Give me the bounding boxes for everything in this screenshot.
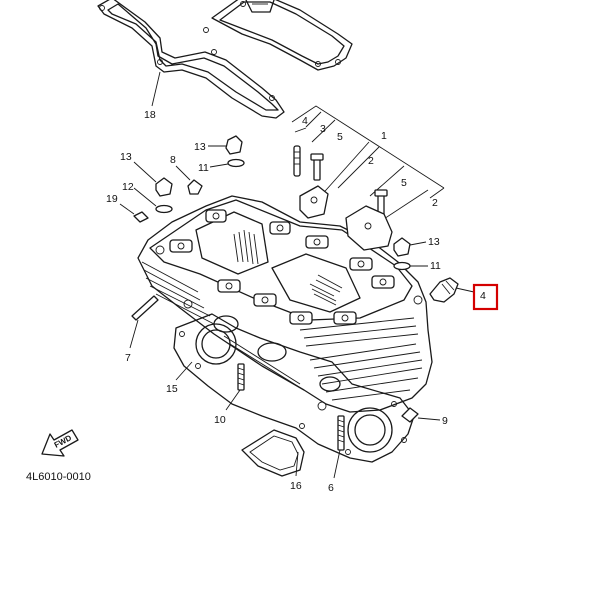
callouts: 18 13 11 13 8 12 19 4 3 5 1 2 5 2 13 [106,71,499,494]
callout-15: 15 [166,383,178,395]
callout-13-left: 13 [120,151,132,163]
valve-pin-4 [293,145,301,177]
oil-pressure-switch-4 [429,277,459,303]
bracket-2-left [299,185,329,219]
callout-1: 1 [381,130,387,142]
valve-cover-gasket [97,0,353,119]
callout-3: 3 [320,123,326,135]
forward-arrow: FWD [41,429,79,457]
washer-12 [155,204,173,214]
highlight-box [472,283,499,311]
callout-bracket [291,105,445,237]
callout-7: 7 [125,352,131,364]
callout-9: 9 [442,415,448,427]
bolt-5-lower [374,189,388,217]
stud-bolt-6 [337,415,345,451]
callout-5-lower: 5 [401,177,407,189]
bracket-2-right [345,205,393,251]
washer-11-right [393,261,411,271]
stud-bolt-10 [237,363,245,391]
dowel-pin-7 [131,295,159,321]
head-gasket [173,313,415,463]
callout-13-upper: 13 [194,141,206,153]
callout-4-upper: 4 [302,115,308,127]
callout-4-highlighted: 4 [480,290,486,302]
callout-2-upper: 2 [368,155,374,167]
washer-11-upper [227,158,245,168]
callout-18: 18 [144,109,156,121]
reference-code: 4L6010-0010 [26,471,91,483]
callout-19: 19 [106,193,118,205]
bolt-5-upper [310,153,324,181]
callout-11-upper: 11 [198,162,209,174]
callout-13-right: 13 [428,236,440,248]
callout-8: 8 [170,154,176,166]
manifold-gasket [241,429,305,477]
callout-2-lower: 2 [432,197,438,209]
callout-11-right: 11 [430,260,441,272]
cap-nut-13-right [393,237,411,257]
callout-6: 6 [328,482,334,494]
washer-19 [133,211,149,223]
callout-10: 10 [214,414,226,426]
cylinder-head [137,195,433,413]
plug-9 [401,407,419,423]
callout-16: 16 [290,480,302,492]
plug-8 [187,179,203,195]
callout-5-upper: 5 [337,131,343,143]
cap-nut-13-upper [225,135,243,155]
callout-12: 12 [122,181,134,193]
cap-nut-13-left [155,177,173,197]
